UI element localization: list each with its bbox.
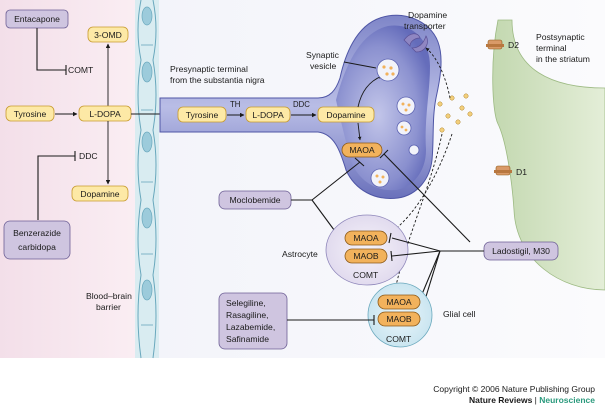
bbb-label-line1: Blood–brain [86,291,132,301]
glial-maob-box: MAOB [377,311,421,327]
blood-brain-barrier-wall [135,0,159,359]
moclobemide-label: Moclobemide [229,195,280,205]
astrocyte-label: Astrocyte [282,249,318,259]
astro-maoa-label: MAOA [353,233,379,243]
presynaptic-label-line1: Presynaptic terminal [170,64,248,74]
selegiline-box: Selegiline, Rasagiline, Lazabemide, Safi… [218,292,288,350]
synaptic-vesicles [370,58,420,188]
left-dopamine-box: Dopamine [71,185,129,202]
ladostigil-to-pre-maoa-line [383,153,471,243]
moclobemide-to-pre-maoa-bar [354,157,365,167]
journal-line: Nature Reviews | Neuroscience [433,395,595,406]
journal-section: Neuroscience [539,395,595,405]
pre-dopamine-box: Dopamine [317,106,375,123]
astro-maob-box: MAOB [344,248,388,264]
left-tyrosine-box: Tyrosine [5,105,55,122]
ladostigil-box: Ladostigil, M30 [483,241,559,261]
left-comt-label: COMT [68,65,94,75]
pre-tyrosine-label: Tyrosine [186,110,219,120]
glial-label: Glial cell [443,309,476,319]
rasagiline-label: Rasagiline, [226,310,269,320]
dopamine-to-astrocyte-arrow [391,133,453,233]
entacapone-inhibition-line [36,28,66,71]
selegiline-label: Selegiline, [226,298,266,308]
glial-comt-label: COMT [386,334,412,344]
left-ldopa-label: L-DOPA [89,109,121,119]
ladostigil-label: Ladostigil, M30 [492,246,550,256]
glial-maob-label: MAOB [386,314,412,324]
transporter-label-line2: transporter [404,21,446,31]
astro-maob-label: MAOB [353,251,379,261]
ladostigil-to-astro-maoa-bar [388,232,392,244]
pre-ldopa-label: L-DOPA [252,110,284,120]
transporter-label-line1: Dopamine [408,10,447,20]
left-ldopa-box: L-DOPA [78,105,132,122]
benserazide-label-line2: carbidopa [18,242,56,252]
copyright-credit: Copyright © 2006 Nature Publishing Group… [433,384,595,406]
d1-label: D1 [516,167,527,177]
left-dopamine-label: Dopamine [80,189,119,199]
vesicle-pointer [343,61,377,69]
pre-maoa-label: MAOA [349,145,375,155]
ladostigil-to-astro-maob-bar [390,250,393,262]
d1-receptor [494,165,512,176]
benserazide-box: Benzerazide carbidopa [3,220,71,260]
ladostigil-to-glial-maoa-line [419,250,441,300]
glial-maoa-label: MAOA [386,297,412,307]
benserazide-label-line1: Benzerazide [13,228,61,238]
pre-ddc-label: DDC [293,100,310,109]
moclobemide-box: Moclobemide [218,190,292,210]
astro-comt-label: COMT [353,270,379,280]
th-label: TH [230,100,240,109]
astro-maoa-box: MAOA [344,230,388,246]
journal-separator: | [532,395,540,405]
d2-label: D2 [508,40,519,50]
d2-receptor [486,39,504,50]
dopamine-metabolism-diagram: Entacapone 3-OMD COMT Tyrosine L-DOPA Do… [0,0,605,359]
dopamine-transporter [403,33,428,53]
left-tyrosine-label: Tyrosine [14,109,47,119]
entacapone-label: Entacapone [14,14,60,24]
pre-dopamine-label: Dopamine [326,110,365,120]
left-ddc-label: DDC [79,151,98,161]
three-omd-box: 3-OMD [87,26,129,43]
copyright-text: Copyright © 2006 Nature Publishing Group [433,384,595,394]
benserazide-inhibition-line [37,155,75,220]
safinamide-label: Safinamide [226,334,269,344]
three-omd-label: 3-OMD [94,30,122,40]
bbb-label-line2: barrier [96,302,121,312]
pre-tyrosine-box: Tyrosine [177,106,227,123]
vesicle-label-line1: Synaptic [306,50,340,60]
entacapone-box: Entacapone [5,9,69,29]
ladostigil-to-pre-maoa-bar [379,149,389,159]
pre-maoa-box: MAOA [341,142,383,158]
post-label-line1: Postsynaptic [536,32,585,42]
vesicle-label-line2: vesicle [310,61,336,71]
reuptake-arrow [425,47,451,99]
lazabemide-label: Lazabemide, [226,322,275,332]
dopamine-to-maoa-arrow [357,122,362,141]
journal-name: Nature Reviews [469,395,533,405]
post-label-line2: terminal [536,43,567,53]
presynaptic-label-line2: from the substantia nigra [170,75,265,85]
post-label-line3: in the striatum [536,54,590,64]
blood-side-background [0,0,150,358]
glial-maoa-box: MAOA [377,294,421,310]
postsynaptic-terminal [492,19,605,291]
synaptic-dopamine [437,93,473,133]
ladostigil-to-astro-maob-line [391,250,441,257]
dopamine-to-glial-arrow [393,133,443,291]
pre-ldopa-box: L-DOPA [245,106,291,123]
